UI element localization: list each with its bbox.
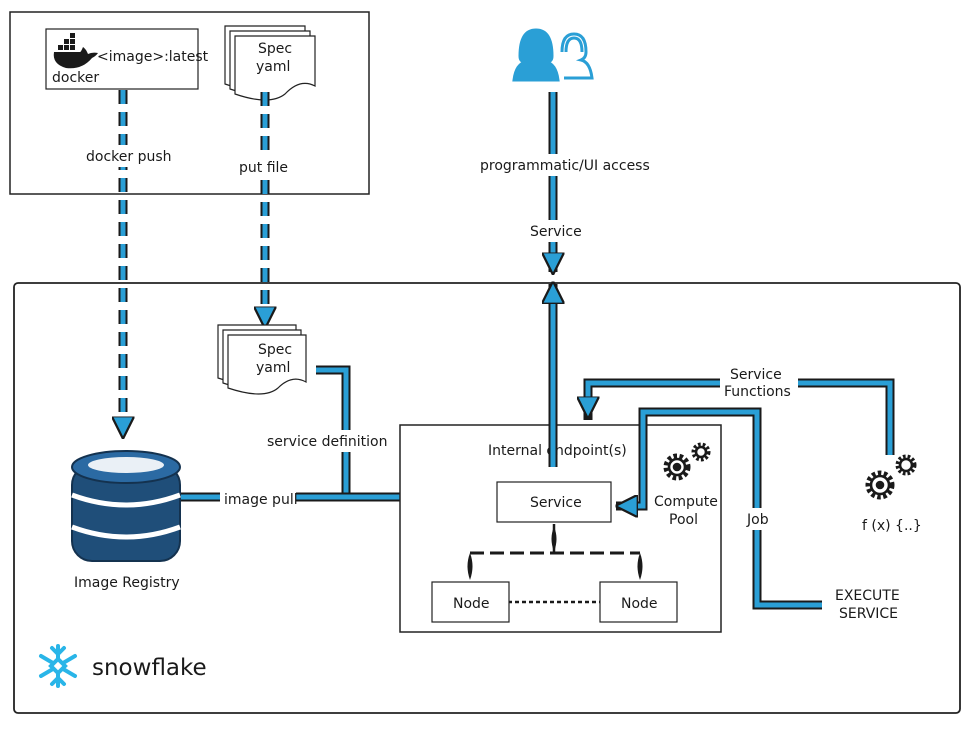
function-signature-label: f (x) {..}	[862, 518, 922, 534]
job-line	[622, 409, 822, 608]
spec-label-staged: Spec	[258, 342, 292, 358]
service-box	[496, 481, 612, 523]
node-right-label: Node	[621, 596, 658, 612]
docker-image-card: <image>:latest docker	[45, 28, 209, 90]
node-right-box	[599, 581, 678, 623]
docker-label: docker	[52, 70, 99, 86]
compute-pool-label-2: Pool	[669, 512, 698, 528]
access-label-bg	[478, 154, 648, 176]
image-pull-label: image pull	[224, 492, 298, 508]
users-icon	[512, 28, 594, 82]
job-label: Job	[746, 512, 769, 528]
spec-yaml-document-staged: Spec yaml	[217, 324, 307, 395]
put-file-label: put file	[239, 160, 288, 176]
compute-pool-label-1: Compute	[654, 494, 718, 510]
service-definition-label: service definition	[267, 434, 388, 450]
spec-label-top: Spec	[258, 41, 292, 57]
snowflake-logo-icon	[39, 644, 77, 688]
snowflake-account-boundary	[13, 282, 961, 714]
service-definition-line	[316, 367, 349, 497]
spec-yaml-document-top: Spec yaml	[224, 25, 316, 101]
compute-gears-icon	[663, 442, 711, 481]
snowflake-brand-text: snowflake	[92, 655, 207, 681]
access-service-label: Service	[530, 224, 582, 240]
programmatic-access-label: programmatic/UI access	[480, 158, 650, 174]
execute-label-2: SERVICE	[839, 606, 898, 622]
image-registry-label: Image Registry	[74, 575, 180, 591]
service-box-label: Service	[530, 495, 582, 511]
put-file-label-bg	[234, 156, 298, 178]
image-pull-label-bg	[220, 489, 296, 509]
service-definition-label-bg	[262, 430, 390, 452]
docker-push-label-bg	[80, 145, 172, 167]
image-tag-label: <image>:latest	[97, 49, 209, 65]
node-connector	[467, 524, 643, 604]
image-registry-database-icon	[71, 450, 181, 562]
service-functions-label-2: Functions	[724, 384, 791, 400]
service-functions-label-bg	[720, 364, 798, 402]
yaml-label-top: yaml	[256, 59, 290, 75]
docker-push-label: docker push	[86, 149, 172, 165]
job-label-bg	[743, 508, 775, 530]
node-left-box	[431, 581, 510, 623]
service-functions-label-1: Service	[730, 367, 782, 383]
access-service-label-bg	[526, 220, 584, 242]
node-left-label: Node	[453, 596, 490, 612]
docker-whale-icon	[53, 33, 98, 69]
yaml-label-staged: yaml	[256, 360, 290, 376]
execute-label-1: EXECUTE	[835, 588, 900, 604]
function-gears-icon	[865, 454, 917, 500]
